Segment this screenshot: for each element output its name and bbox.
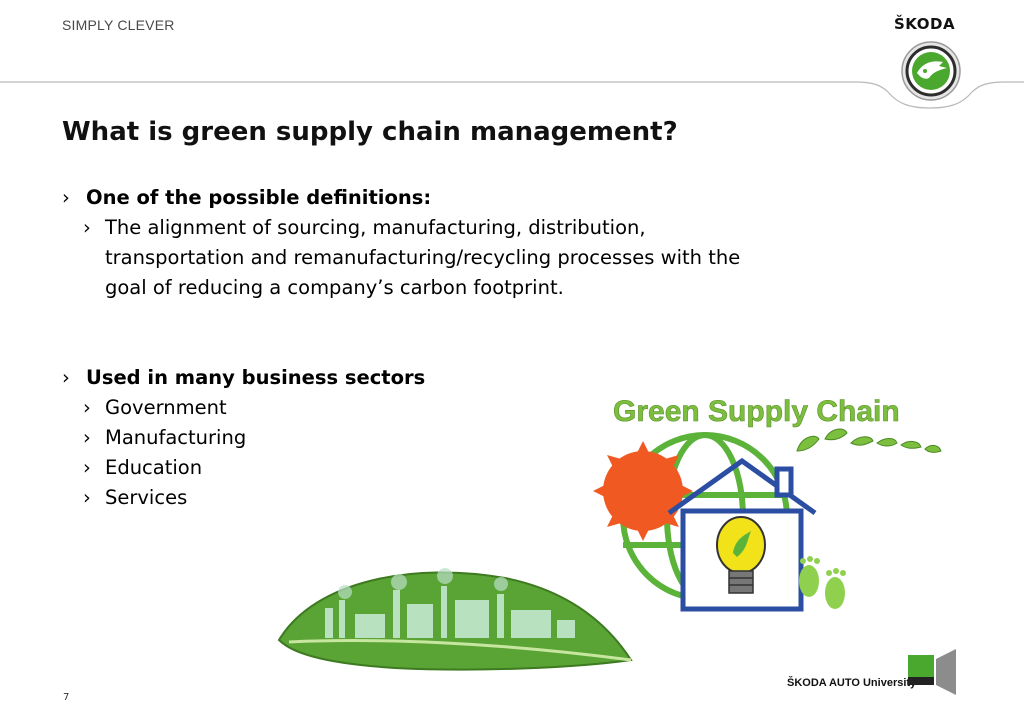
factory-leaf-image <box>277 568 633 671</box>
sector-education: Education <box>105 456 203 479</box>
sector-services: Services <box>105 486 188 509</box>
sun-icon <box>593 441 693 541</box>
header-divider <box>0 81 1024 109</box>
university-logo-icon <box>908 649 956 695</box>
lightbulb-icon <box>716 516 766 594</box>
university-name: ŠKODA AUTO University <box>787 677 917 689</box>
bullet-chevron-icon: › <box>62 366 70 389</box>
bullet-chevron-icon: › <box>62 186 70 209</box>
definition-item: › The alignment of sourcing, manufacturi… <box>62 213 842 243</box>
list-item: › Education <box>62 453 842 483</box>
list-item: › Manufacturing <box>62 423 842 453</box>
definition-line-1: The alignment of sourcing, manufacturing… <box>105 216 646 239</box>
definition-line-3: goal of reducing a company’s carbon foot… <box>105 276 564 299</box>
footprints-icon <box>799 556 846 609</box>
definition-line-2: transportation and remanufacturing/recyc… <box>105 246 741 269</box>
leaves-icon <box>796 428 942 453</box>
bullet-chevron-icon: › <box>83 456 91 479</box>
definition-continuation: goal of reducing a company’s carbon foot… <box>62 273 842 303</box>
sector-government: Government <box>105 396 227 419</box>
bullet-chevron-icon: › <box>83 216 91 239</box>
illustration-caption: Green Supply Chain <box>613 395 900 428</box>
section-heading: › Used in many business sectors <box>62 363 842 393</box>
sector-manufacturing: Manufacturing <box>105 426 247 449</box>
bullet-list: › One of the possible definitions: › The… <box>62 183 842 513</box>
skoda-arrow-logo-icon <box>901 41 961 101</box>
tagline: SIMPLY CLEVER <box>62 17 175 33</box>
bullet-chevron-icon: › <box>83 396 91 419</box>
page-number: 7 <box>63 692 70 703</box>
green-supply-chain-illustration: Green Supply Chain <box>593 395 942 612</box>
bullet-chevron-icon: › <box>83 426 91 449</box>
section-heading: › One of the possible definitions: <box>62 183 842 213</box>
list-item: › Services <box>62 483 842 513</box>
brand-wordmark: ŠKODA <box>894 15 956 33</box>
bullet-chevron-icon: › <box>83 486 91 509</box>
list-item: › Government <box>62 393 842 423</box>
slide-title: What is green supply chain management? <box>62 117 678 147</box>
sectors-heading: Used in many business sectors <box>86 366 426 389</box>
definitions-heading: One of the possible definitions: <box>86 186 432 209</box>
definition-continuation: transportation and remanufacturing/recyc… <box>62 243 842 273</box>
